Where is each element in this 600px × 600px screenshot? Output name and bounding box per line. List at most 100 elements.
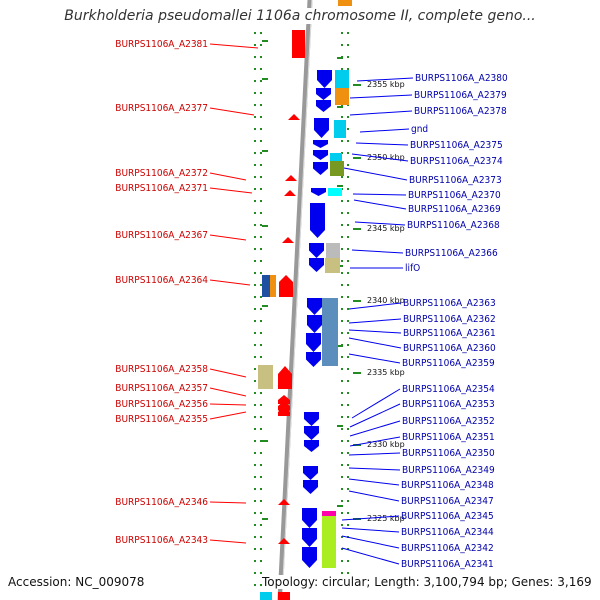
right-leader-line: [349, 94, 413, 99]
track-dot: [347, 428, 349, 430]
track-dot: [347, 152, 349, 154]
gene-block: [262, 275, 270, 297]
gene-arrow: [302, 547, 317, 568]
track-dot: [341, 548, 343, 550]
track-dot: [254, 68, 256, 70]
track-dot: [254, 260, 256, 262]
track-dot: [254, 536, 256, 538]
track-dot: [341, 332, 343, 334]
track-dot: [260, 188, 262, 190]
left-leader-line: [209, 368, 247, 378]
gene-arrow: [311, 188, 326, 196]
right-leader-line: [351, 249, 404, 254]
track-dot: [347, 68, 349, 70]
right-gene-label: BURPS1106A_A2342: [401, 543, 494, 554]
left-gene-label: BURPS1106A_A2381: [115, 39, 208, 50]
gene-arrow: [304, 440, 319, 452]
track-dot: [254, 380, 256, 382]
kbp-label: 2330 kbp: [367, 440, 405, 449]
track-dot: [254, 296, 256, 298]
right-leader-line: [348, 353, 401, 364]
gene-block: [292, 30, 305, 44]
track-dot: [254, 320, 256, 322]
track-dot: [254, 476, 256, 478]
right-leader-line: [349, 436, 401, 447]
right-gene-label: BURPS1106A_A2352: [402, 416, 495, 427]
right-gene-label: BURPS1106A_A2349: [402, 465, 495, 476]
track-dot: [254, 548, 256, 550]
track-dot: [254, 284, 256, 286]
left-leader-line: [209, 234, 247, 241]
right-leader-line: [343, 167, 408, 181]
gene-arrow: [284, 190, 296, 196]
track-dot: [254, 92, 256, 94]
gene-arrow: [306, 352, 321, 367]
right-gene-label: BURPS1106A_A2380: [415, 73, 508, 84]
track-dot: [341, 500, 343, 502]
track-dot: [260, 440, 262, 442]
track-dot: [254, 356, 256, 358]
track-dot: [260, 116, 262, 118]
right-leader-line: [348, 329, 402, 334]
track-dot: [254, 248, 256, 250]
kbp-label: 2355 kbp: [367, 80, 405, 89]
left-track-tick: [262, 518, 268, 520]
track-dot: [341, 320, 343, 322]
track-dot: [347, 212, 349, 214]
track-dot: [341, 296, 343, 298]
track-dot: [347, 116, 349, 118]
gene-block: [270, 275, 276, 297]
gene-block: [322, 298, 338, 332]
track-dot: [254, 368, 256, 370]
track-dot: [341, 272, 343, 274]
track-dot: [341, 200, 343, 202]
track-dot: [260, 512, 262, 514]
track-dot: [347, 56, 349, 58]
gene-block: [334, 120, 346, 138]
topology-label: Topology: circular; Length: 3,100,794 bp…: [262, 575, 592, 589]
track-dot: [260, 140, 262, 142]
gene-block: [330, 153, 342, 161]
track-dot: [347, 32, 349, 34]
track-dot: [341, 140, 343, 142]
accession-label: Accession: NC_009078: [8, 575, 145, 589]
track-dot: [341, 284, 343, 286]
gene-arrow: [288, 114, 300, 120]
track-dot: [254, 140, 256, 142]
right-gene-label: BURPS1106A_A2345: [401, 511, 494, 522]
track-dot: [347, 560, 349, 562]
right-leader-line: [348, 318, 402, 324]
track-dot: [260, 44, 262, 46]
track-dot: [254, 428, 256, 430]
track-dot: [254, 128, 256, 130]
gene-arrow: [302, 508, 317, 528]
right-leader-line: [351, 153, 409, 162]
left-gene-label: BURPS1106A_A2356: [115, 399, 208, 410]
track-dot: [260, 152, 262, 154]
left-leader-line: [209, 43, 259, 49]
track-dot: [347, 392, 349, 394]
track-dot: [254, 152, 256, 154]
track-dot: [260, 284, 262, 286]
track-dot: [341, 236, 343, 238]
track-dot: [260, 344, 262, 346]
track-dot: [260, 308, 262, 310]
track-dot: [260, 476, 262, 478]
track-dot: [260, 464, 262, 466]
track-dot: [347, 260, 349, 262]
gene-arrow: [282, 237, 294, 243]
right-track-tick: [337, 106, 343, 108]
track-dot: [254, 332, 256, 334]
gene-block: [260, 592, 272, 600]
track-dot: [341, 416, 343, 418]
backbone-highlight: [281, 0, 313, 600]
track-dot: [260, 224, 262, 226]
track-dot: [341, 452, 343, 454]
right-gene-label: gnd: [411, 124, 428, 135]
track-dot: [260, 32, 262, 34]
right-leader-line: [352, 193, 407, 196]
track-dot: [254, 236, 256, 238]
track-dot: [347, 356, 349, 358]
left-gene-label: BURPS1106A_A2346: [115, 497, 208, 508]
track-dot: [254, 80, 256, 82]
